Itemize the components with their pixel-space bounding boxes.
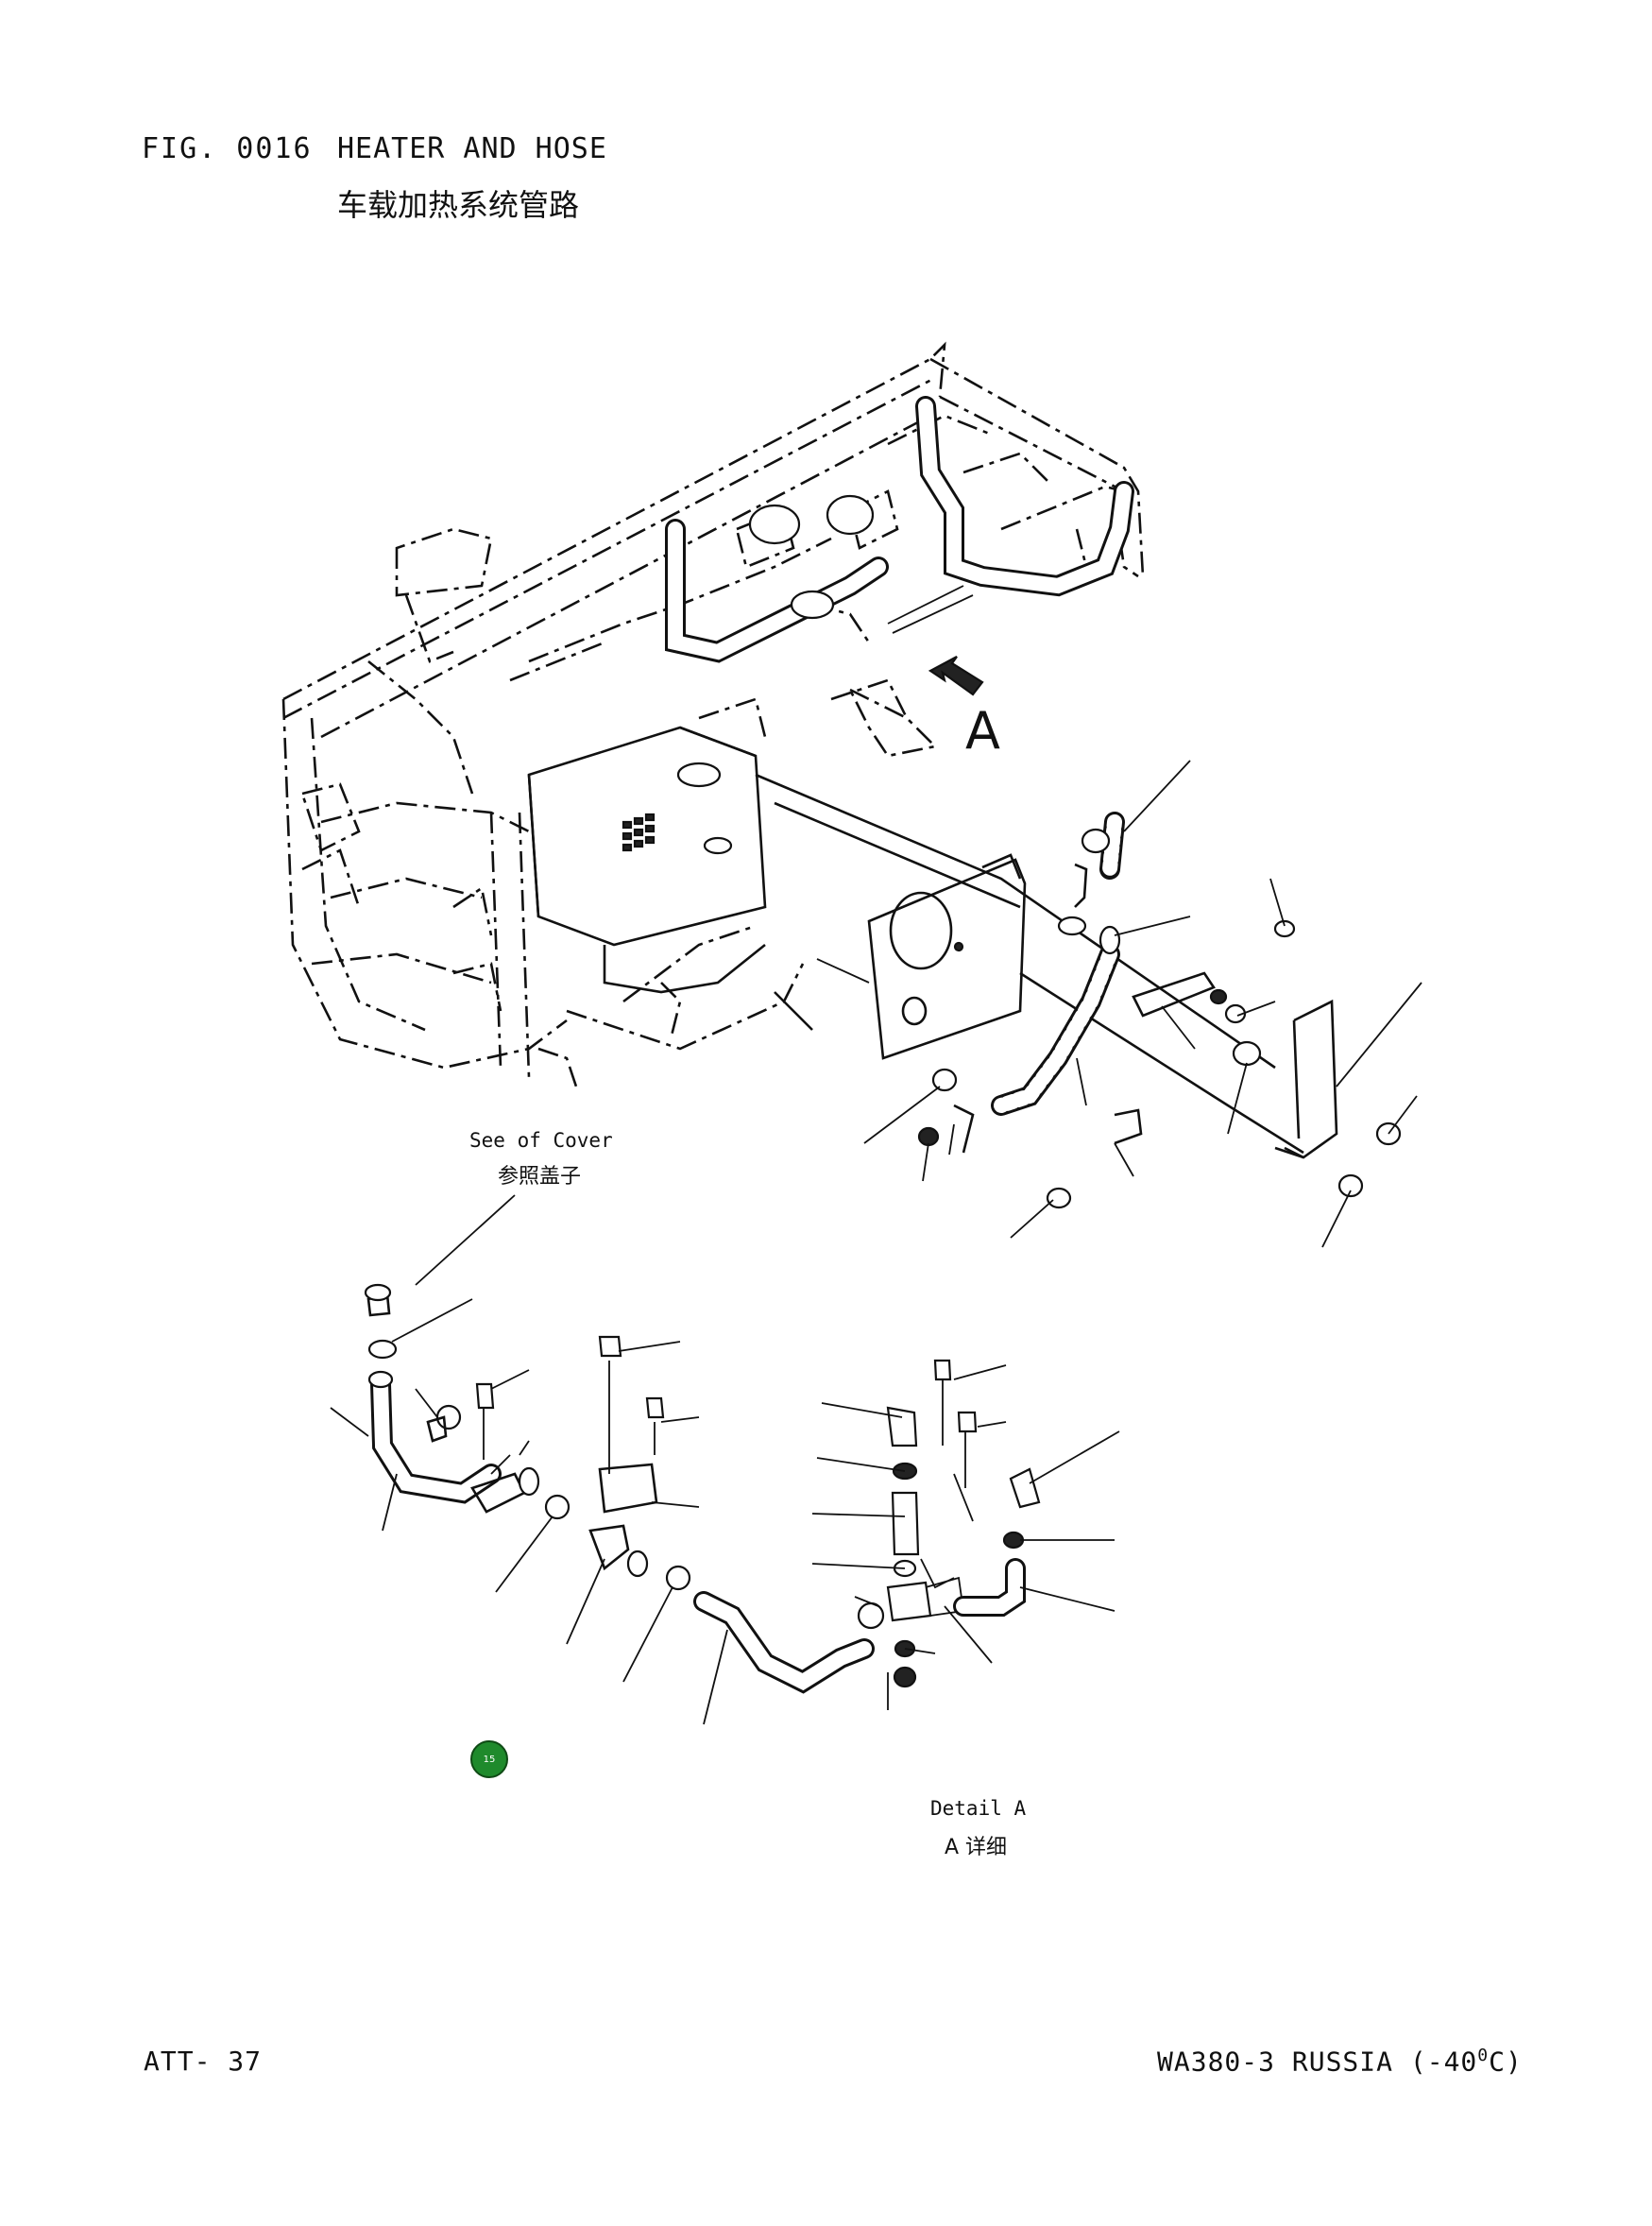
detail-a-label: Detail A — [930, 1797, 1027, 1820]
frame-phantom-outline — [281, 341, 1145, 1087]
heater-unit — [527, 726, 767, 994]
view-arrow-label: A — [965, 701, 1000, 761]
model-name: WA380-3 RUSSIA (-40 — [1157, 2046, 1478, 2078]
page-badge[interactable]: 15 — [470, 1740, 508, 1778]
figure-label: FIG. 0016 — [142, 132, 313, 165]
upper-hoses — [665, 396, 1134, 663]
cover-note: See of Cover — [469, 1129, 613, 1152]
temperature-unit: C) — [1489, 2046, 1523, 2078]
detail-a-assembly — [811, 1359, 1120, 1710]
lower-hose-assembly — [330, 1194, 875, 1725]
flexible-hose-assembly — [917, 812, 1402, 1209]
page-number: ATT- 37 — [144, 2046, 263, 2077]
view-arrow-a — [928, 656, 984, 696]
cover-note-chinese: 参照盖子 — [498, 1165, 582, 1189]
mounting-bracket — [1274, 999, 1338, 1159]
model-identifier: WA380-3 RUSSIA (-400C) — [1157, 2046, 1523, 2077]
figure-title: HEATER AND HOSE — [337, 132, 607, 165]
leader-lines-upper — [816, 760, 1422, 1248]
degree-mark: 0 — [1477, 2046, 1490, 2065]
figure-title-chinese: 车载加热系统管路 — [337, 187, 580, 223]
detail-a-label-chinese: A 详细 — [945, 1836, 1008, 1859]
